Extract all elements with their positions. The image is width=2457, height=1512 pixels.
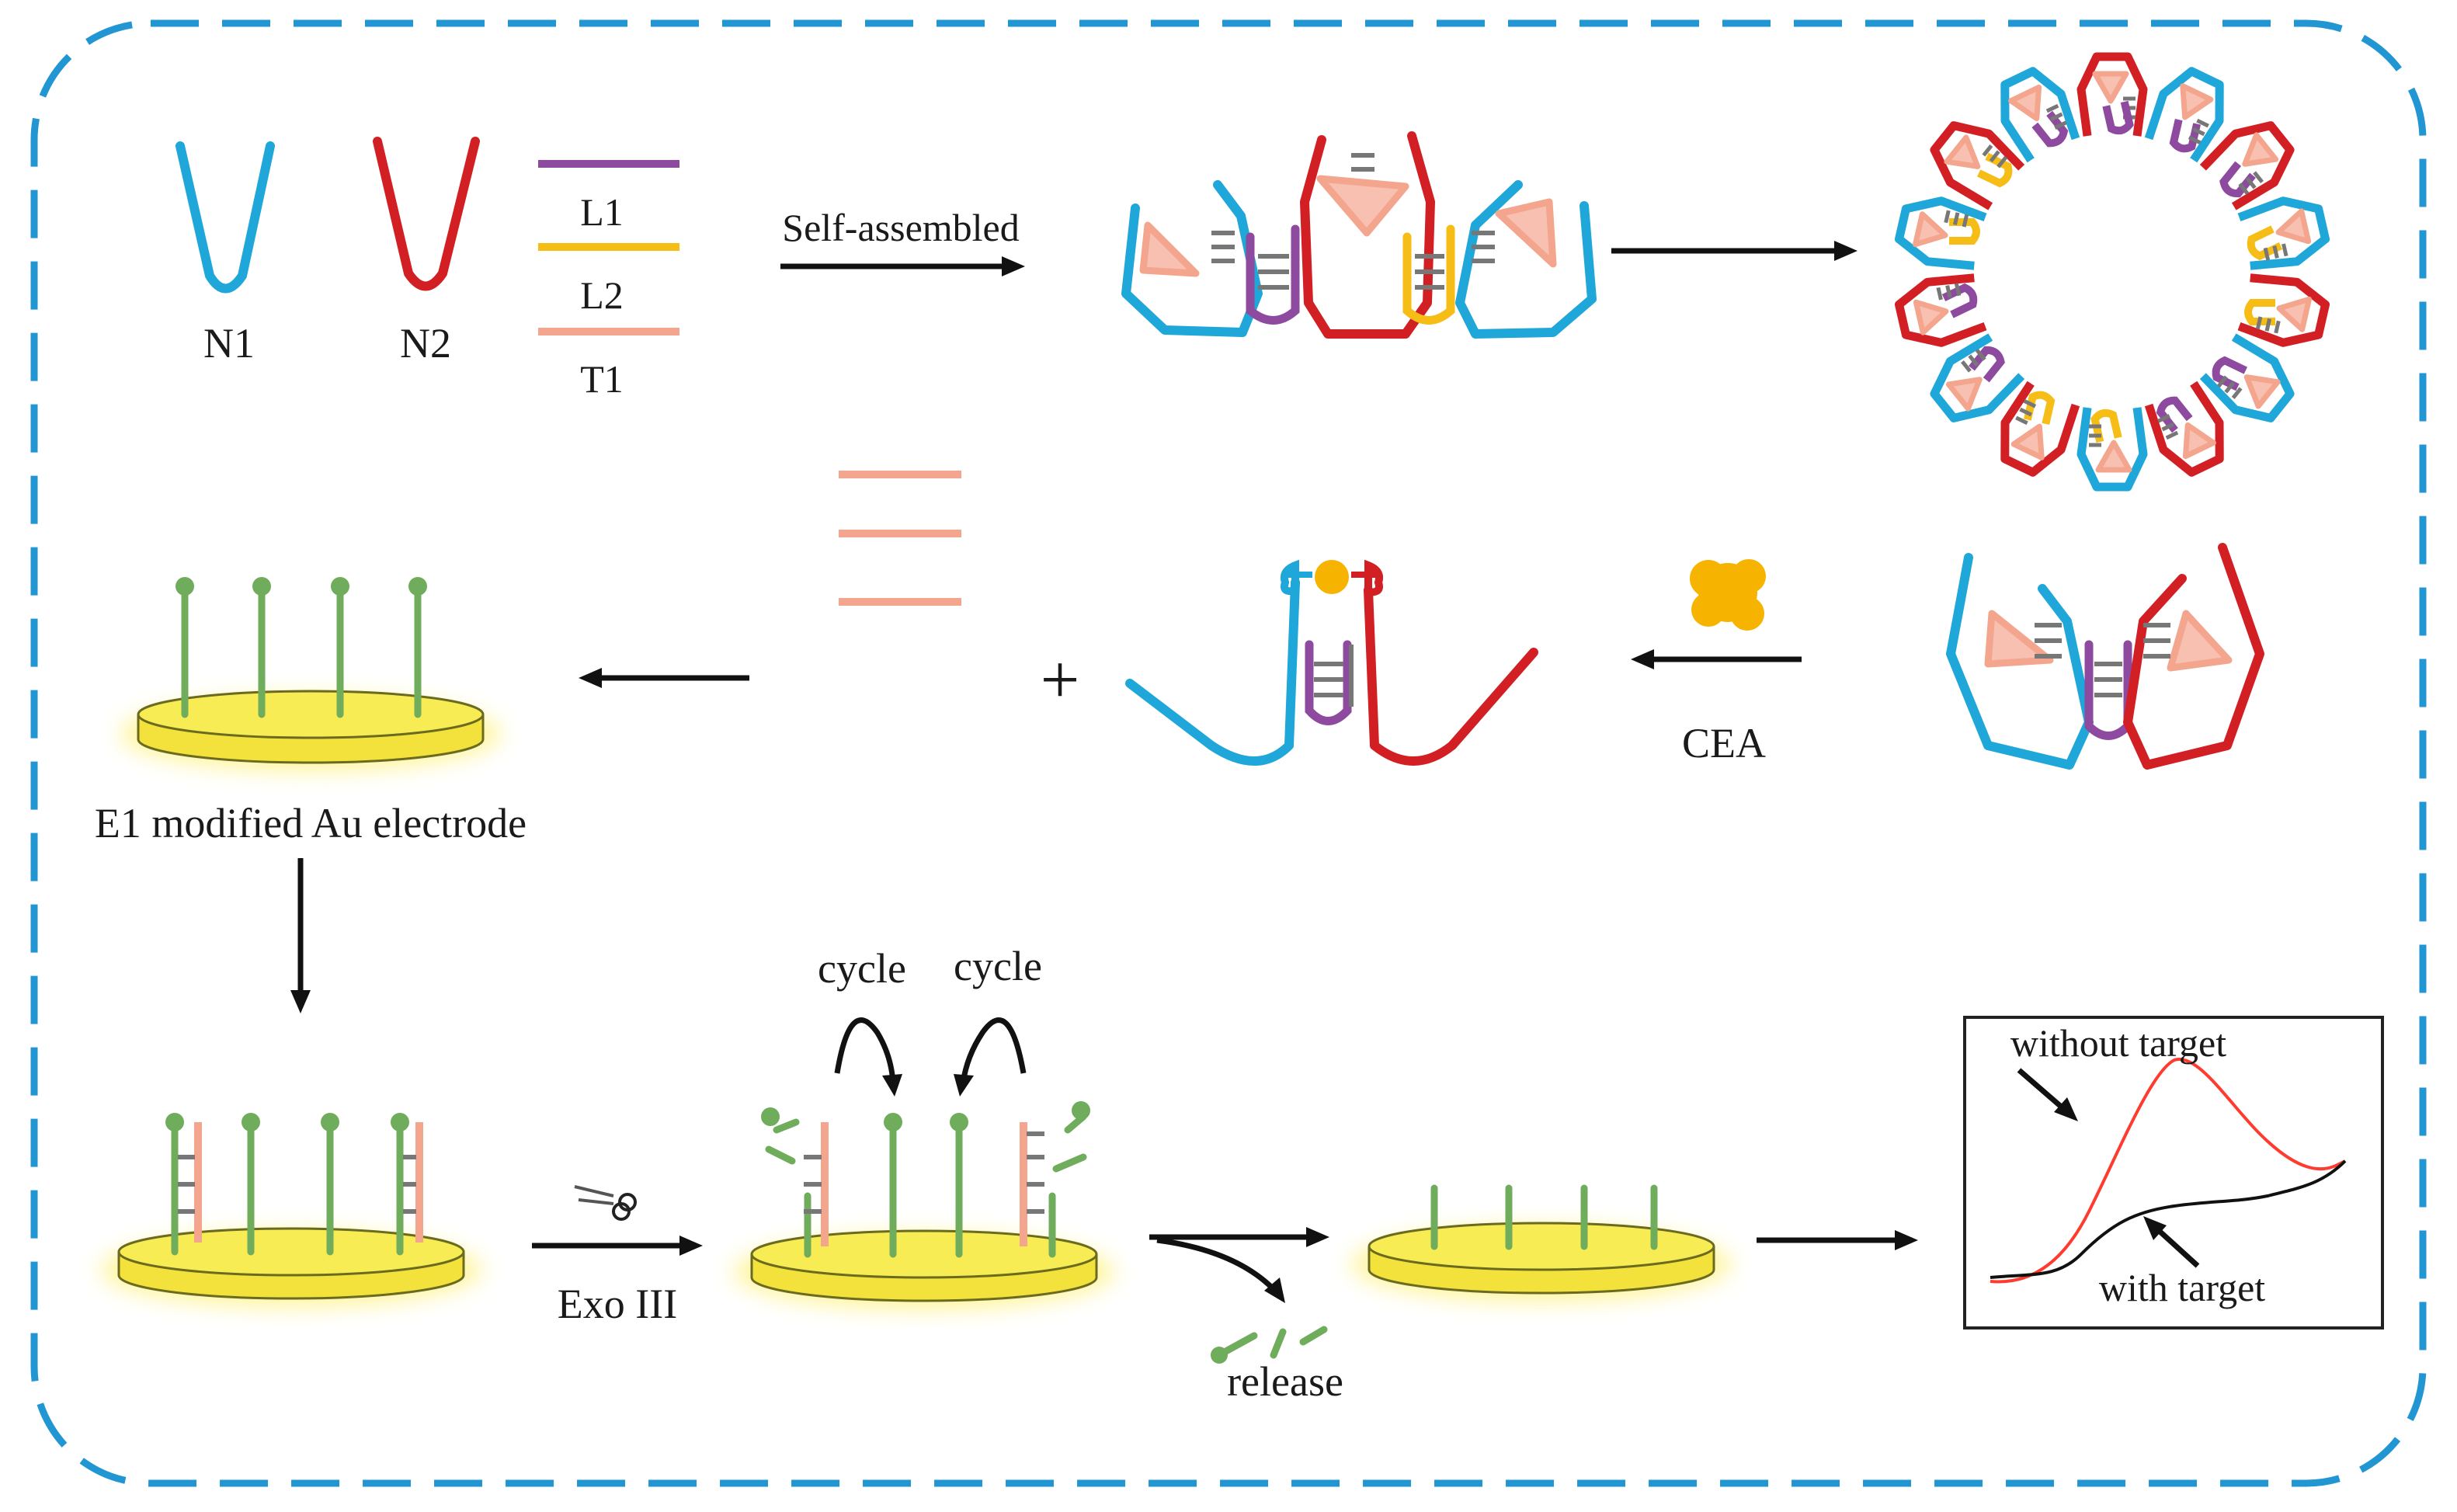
arrow-to-electrode xyxy=(579,668,749,688)
arrow-self-assembled xyxy=(780,256,1025,276)
ring-unit xyxy=(2076,52,2201,153)
ring-unit xyxy=(2000,67,2134,163)
l1-label: L1 xyxy=(580,190,624,234)
strand-n1 xyxy=(176,141,275,294)
cea-protein-icon xyxy=(1690,559,1766,631)
arrow-down xyxy=(290,858,311,1013)
ring-unit xyxy=(2024,391,2148,492)
released-t1-strands xyxy=(839,471,961,606)
arrow-exo xyxy=(532,1236,703,1256)
cleaved-electrode xyxy=(1351,1184,1732,1302)
arrow-release xyxy=(1149,1227,1329,1303)
self-assembled-label: Self-assembled xyxy=(782,206,1019,249)
trimer-assembly xyxy=(1121,131,1597,339)
ring-unit xyxy=(2144,67,2256,198)
strand-n2 xyxy=(373,137,480,291)
arrow-to-ring xyxy=(1611,241,1858,261)
n2-label: N2 xyxy=(400,320,451,367)
arrow-to-plot xyxy=(1757,1230,1918,1250)
without-target-label: without target xyxy=(2010,1021,2226,1065)
cycling-electrode xyxy=(734,1017,1114,1309)
release-label: release xyxy=(1227,1358,1343,1405)
released-fragments xyxy=(1211,1326,1328,1364)
arrow-cea xyxy=(1631,649,1802,669)
ring-unit xyxy=(2156,333,2295,433)
l2-label: L2 xyxy=(580,273,624,317)
cea-protein-icon xyxy=(1315,560,1349,594)
cycle-left-label: cycle xyxy=(818,945,906,992)
aptamer-cea-complex xyxy=(1125,559,1538,766)
ring-unit xyxy=(2237,196,2330,326)
ring-assembly xyxy=(1894,52,2330,492)
ring-unit xyxy=(2090,381,2224,477)
curve-without-target xyxy=(1990,1057,2346,1284)
t1-label: T1 xyxy=(580,357,624,401)
with-target-label: with target xyxy=(2099,1266,2265,1309)
outer-frame xyxy=(30,19,2427,1487)
ring-unit xyxy=(1930,283,2025,422)
exo-label: Exo III xyxy=(558,1281,677,1327)
cea-label: CEA xyxy=(1682,720,1766,766)
curve-with-target xyxy=(1990,1159,2347,1279)
signal-plot xyxy=(1963,1016,2384,1330)
ring-unit xyxy=(1894,152,2013,270)
cycle-right-label: cycle xyxy=(954,943,1042,989)
ring-unit xyxy=(1969,346,2080,477)
ring-unit xyxy=(1894,218,1987,347)
electrode-label: E1 modified Au electrode xyxy=(95,800,526,846)
dimer-assembly xyxy=(1946,543,2264,770)
ring-unit xyxy=(2199,121,2295,261)
hybridized-electrode xyxy=(101,1113,481,1307)
scissors-icon xyxy=(574,1185,637,1221)
ring-unit xyxy=(2212,273,2330,391)
n1-label: N1 xyxy=(203,320,255,367)
ring-unit xyxy=(1930,110,2069,210)
plus-sign: + xyxy=(1041,641,1080,718)
e1-electrode xyxy=(120,577,501,771)
